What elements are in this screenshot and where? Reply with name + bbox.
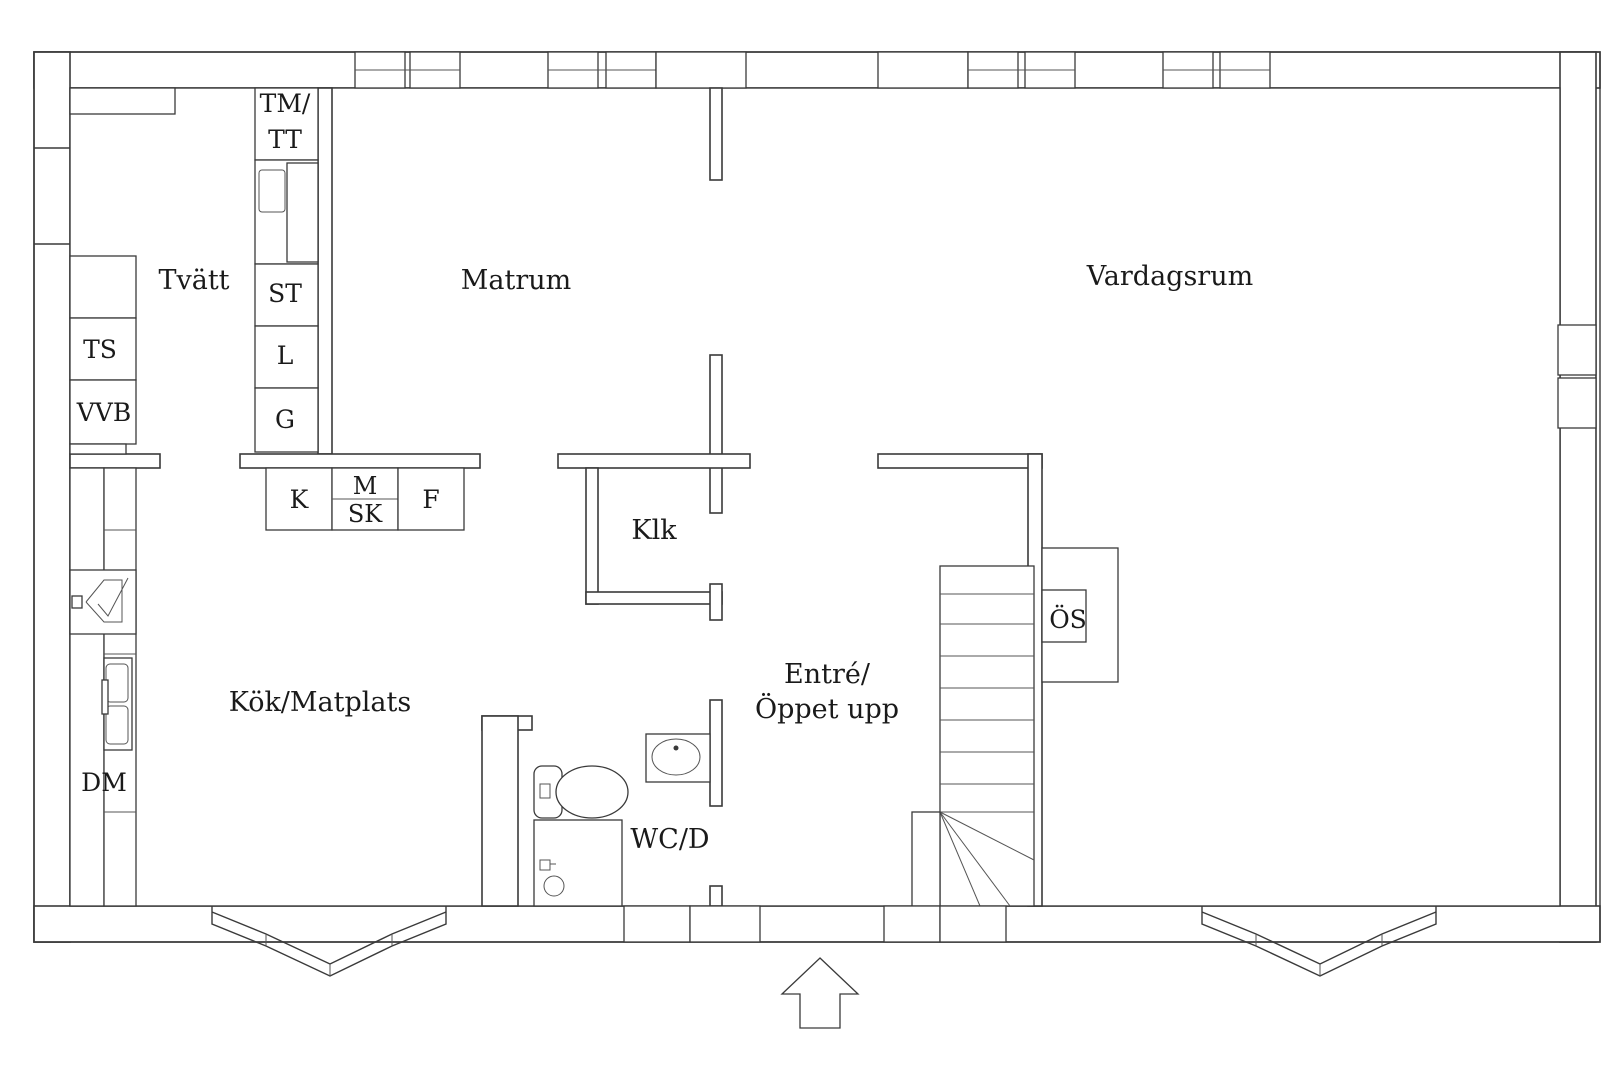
kitchen-cabinets — [265, 467, 465, 531]
bottom-window-stair — [939, 905, 1007, 943]
entry-stub-right — [883, 905, 941, 943]
wc-window — [623, 905, 691, 943]
right-window — [1557, 324, 1597, 429]
room-label-tvatt: Tvätt — [158, 265, 229, 296]
fixture-label-st: ST — [268, 279, 302, 308]
laundry-column — [254, 87, 319, 453]
fixture-label-os: ÖS — [1049, 605, 1087, 634]
staircase-icon — [911, 565, 1035, 907]
washbasin-icon — [645, 733, 711, 783]
fixture-label-vvb: VVB — [76, 398, 131, 427]
fixture-label-l: L — [277, 341, 294, 370]
entrance-arrow-icon — [780, 957, 860, 1029]
stove-icon — [69, 569, 137, 635]
bay-window-left — [211, 906, 447, 977]
fireplace — [1041, 547, 1119, 683]
top-windows — [354, 51, 1271, 89]
room-label-entre: Entré/ — [784, 659, 871, 690]
bay-window-right — [1201, 906, 1437, 977]
fixture-label-tm: TM/ — [260, 89, 311, 118]
laundry-shelf — [69, 87, 176, 115]
fixture-label-tt: TT — [268, 125, 302, 154]
room-label-matrum: Matrum — [461, 265, 572, 296]
room-label-kok: Kök/Matplats — [229, 687, 411, 718]
kitchen-counter — [69, 467, 137, 907]
room-label-vardagsrum: Vardagsrum — [1086, 261, 1253, 292]
fixture-label-ts: TS — [83, 335, 117, 364]
shower-icon — [533, 819, 623, 907]
wc-fixtures — [533, 733, 711, 907]
room-label-entre-sub: Öppet upp — [755, 691, 899, 725]
fixture-label-m: M — [353, 472, 378, 500]
fixture-label-k: K — [290, 485, 310, 514]
entry-stub-left — [689, 905, 761, 943]
room-label-wc: WC/D — [630, 824, 709, 855]
laundry-cabinets — [69, 255, 137, 455]
fixture-label-sk: SK — [348, 500, 383, 528]
fixture-label-g: G — [275, 405, 295, 434]
room-label-klk: Klk — [631, 515, 677, 546]
fixture-label-dm: DM — [81, 768, 127, 797]
toilet-icon — [533, 765, 629, 819]
left-wall-gap — [34, 147, 70, 245]
sink-icon — [101, 657, 133, 751]
fixture-label-f: F — [422, 485, 439, 514]
